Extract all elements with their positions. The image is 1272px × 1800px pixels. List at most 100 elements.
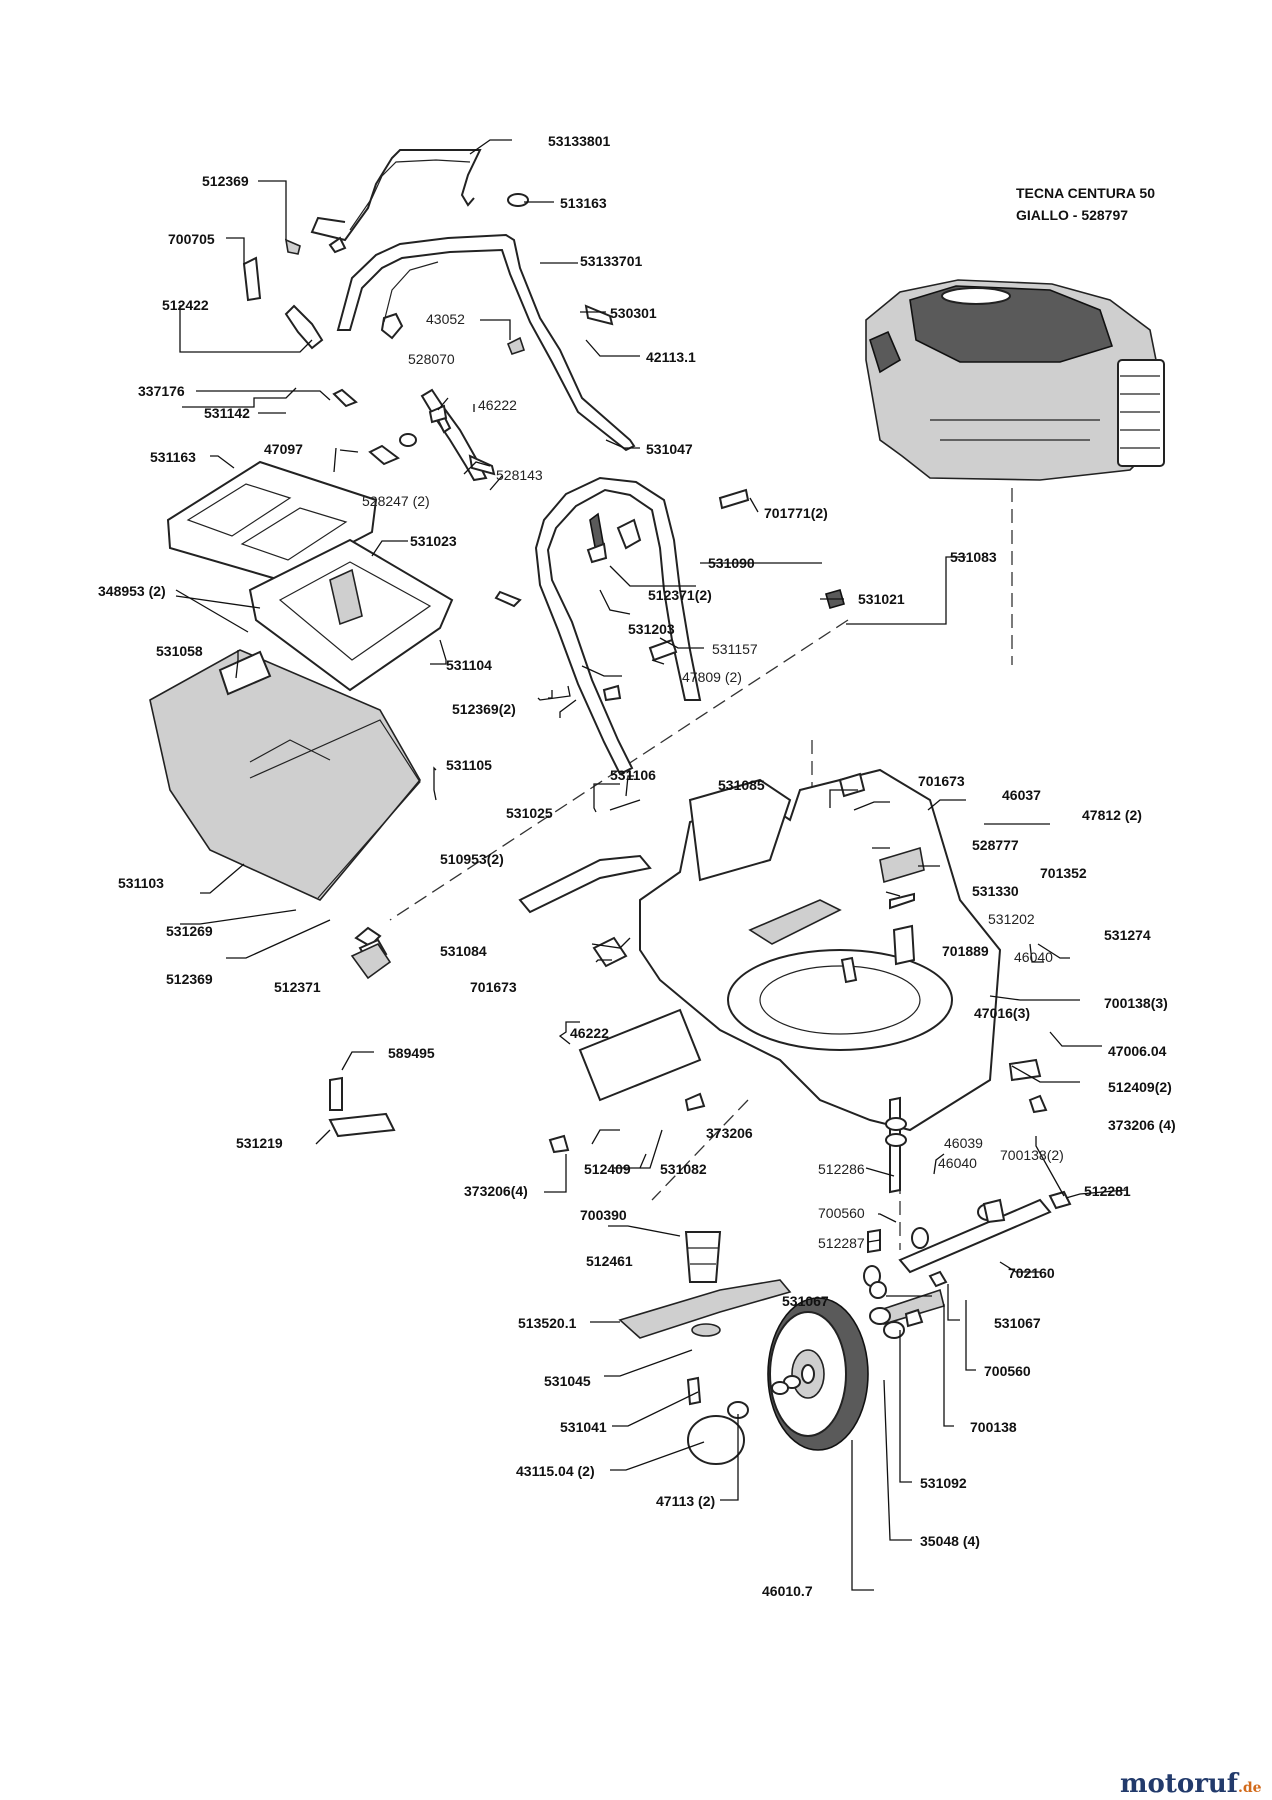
part-label: 53133801 (548, 133, 611, 149)
part-label: 512369 (166, 971, 213, 987)
part-label: 531106 (610, 767, 656, 783)
engine-title-line1: TECNA CENTURA 50 (1016, 185, 1155, 201)
part-label: 512409(2) (1108, 1079, 1172, 1095)
part-label: 512281 (1084, 1183, 1131, 1199)
part-label: 531142 (204, 405, 250, 421)
part-label: 531058 (156, 643, 203, 659)
part-label: 531023 (410, 533, 457, 549)
part-label: 701673 (918, 773, 965, 789)
part-label: 700560 (984, 1363, 1031, 1379)
part-label: 531163 (150, 449, 196, 465)
part-label: 531082 (660, 1161, 707, 1177)
part-label: 531330 (972, 883, 1019, 899)
part-label: 35048 (4) (920, 1533, 980, 1549)
part-label: 700138(3) (1104, 995, 1168, 1011)
part-label: 512422 (162, 297, 209, 313)
part-label: 700138 (970, 1419, 1017, 1435)
part-label: 46010.7 (762, 1583, 813, 1599)
part-label: 700560 (818, 1205, 865, 1221)
part-label: 46222 (478, 397, 517, 413)
watermark-tld: .de (1238, 1780, 1262, 1796)
grass-box-frame (248, 538, 454, 692)
part-label: 348953 (2) (98, 583, 166, 599)
part-label: 528143 (496, 467, 543, 483)
engine-title-line2: GIALLO - 528797 (1016, 207, 1128, 223)
part-label: 701673 (470, 979, 517, 995)
part-label: 531157 (712, 641, 758, 657)
part-label: 531103 (118, 875, 164, 891)
part-label: 701771(2) (764, 505, 828, 521)
upper-handle-bar (310, 149, 482, 254)
part-label: 531203 (628, 621, 675, 637)
wheel (767, 1297, 869, 1451)
part-label: 528070 (408, 351, 455, 367)
part-label: 510953(2) (440, 851, 504, 867)
part-label: 531021 (858, 591, 905, 607)
part-label: 337176 (138, 383, 185, 399)
part-label: 46039 (944, 1135, 983, 1151)
part-label: 701889 (942, 943, 989, 959)
part-label: 47016(3) (974, 1005, 1030, 1021)
part-label: 531202 (988, 911, 1035, 927)
part-label: 700705 (168, 231, 215, 247)
small-parts (242, 193, 1072, 1419)
part-label: 512369(2) (452, 701, 516, 717)
part-label: 512369 (202, 173, 249, 189)
part-label: 528247 (2) (362, 493, 430, 509)
part-label: 47113 (2) (656, 1493, 715, 1509)
part-label: 47097 (264, 441, 303, 457)
part-label: 531104 (446, 657, 492, 673)
part-label: 47812 (2) (1082, 807, 1142, 823)
part-label: 46222 (570, 1025, 609, 1041)
part-label: 702160 (1008, 1265, 1055, 1281)
part-label: 512461 (586, 1253, 633, 1269)
part-label: 373206 (4) (1108, 1117, 1176, 1133)
engine (865, 279, 1165, 481)
part-label: 531084 (440, 943, 487, 959)
mid-handle (336, 233, 636, 452)
part-label: 42113.1 (646, 349, 696, 365)
part-label: 512287 (818, 1235, 865, 1251)
part-labels: TECNA CENTURA 50 GIALLO - 528797 5313380… (98, 133, 1176, 1599)
part-label: 531047 (646, 441, 693, 457)
watermark-brand: motoruf (1120, 1769, 1240, 1799)
part-label: 47809 (2) (682, 669, 742, 685)
grass-box-lid (166, 460, 378, 582)
blade (618, 1279, 792, 1465)
part-label: 531045 (544, 1373, 591, 1389)
part-label: 513163 (560, 195, 607, 211)
part-label: 531067 (994, 1315, 1041, 1331)
part-label: 530301 (610, 305, 657, 321)
part-label: 46040 (938, 1155, 977, 1171)
filter-cup (684, 1231, 722, 1283)
part-label: 589495 (388, 1045, 435, 1061)
part-label: 531219 (236, 1135, 283, 1151)
part-label: 531025 (506, 805, 553, 821)
svg-text:motoruf.de: motoruf.de (1120, 1769, 1262, 1799)
grass-bag (149, 649, 421, 901)
part-label: 43052 (426, 311, 465, 327)
part-label: 513520.1 (518, 1315, 577, 1331)
part-label: 53133701 (580, 253, 643, 269)
part-label: 531092 (920, 1475, 967, 1491)
part-label: 531105 (446, 757, 492, 773)
part-label: 512286 (818, 1161, 865, 1177)
part-label: 531090 (708, 555, 755, 571)
lower-handle (534, 476, 702, 776)
part-label: 46040 (1014, 949, 1053, 965)
part-label: 531067 (782, 1293, 829, 1309)
part-label: 512371 (274, 979, 321, 995)
part-label: 531041 (560, 1419, 607, 1435)
part-label: 512371(2) (648, 587, 712, 603)
part-label: 47006.04 (1108, 1043, 1167, 1059)
leader-lines (175, 139, 1127, 1591)
part-label: 43115.04 (2) (516, 1463, 595, 1479)
part-label: 531269 (166, 923, 213, 939)
part-label: 531274 (1104, 927, 1151, 943)
part-label: 700138(2) (1000, 1147, 1064, 1163)
part-label: 531085 (718, 777, 765, 793)
part-label: 528777 (972, 837, 1019, 853)
part-label: 700390 (580, 1207, 627, 1223)
part-label: 701352 (1040, 865, 1087, 881)
